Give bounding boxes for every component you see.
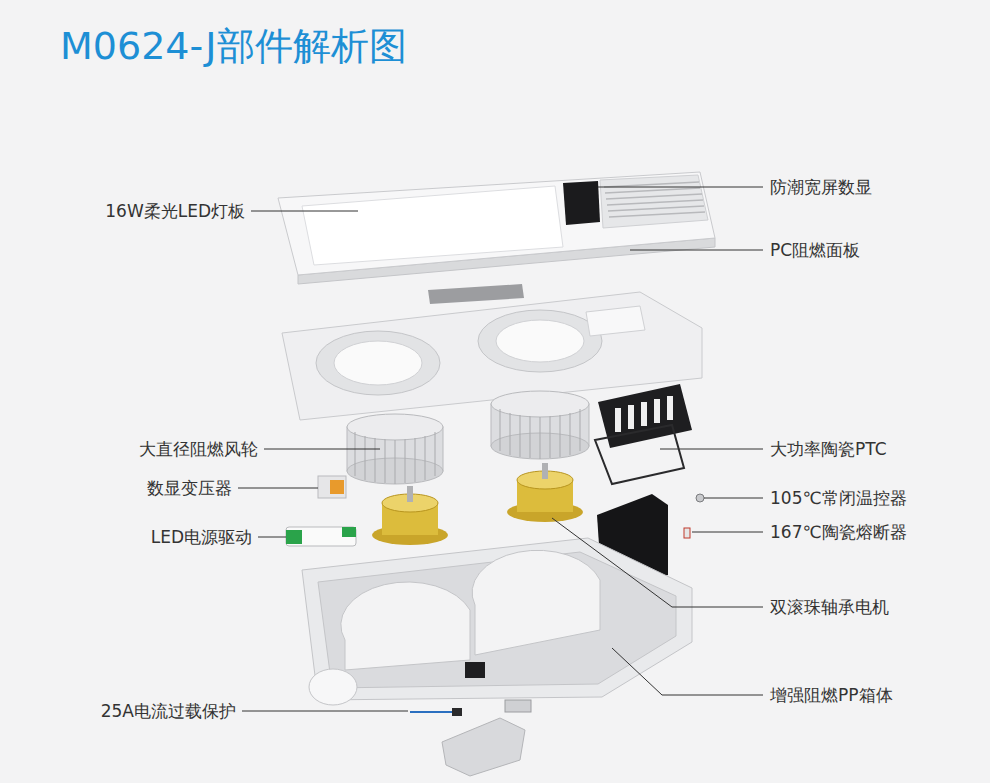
ring xyxy=(316,331,440,395)
terminal-block xyxy=(505,700,531,712)
part-label: 105℃常闭温控器 xyxy=(770,488,907,508)
motor xyxy=(372,486,448,545)
ptc-frame xyxy=(595,425,684,484)
fuse xyxy=(684,528,690,538)
part-label: 大直径阻燃风轮 xyxy=(139,439,258,459)
vent xyxy=(600,175,708,228)
part-label: 25A电流过载保护 xyxy=(101,701,236,721)
driver-terminal xyxy=(342,527,356,537)
part-label: 数显变压器 xyxy=(147,478,232,498)
frame-window xyxy=(586,306,645,336)
part-label: 167℃陶瓷熔断器 xyxy=(770,522,907,542)
part-label: 大功率陶瓷PTC xyxy=(770,439,887,459)
ring xyxy=(478,310,602,372)
part-label: 16W柔光LED灯板 xyxy=(105,201,245,221)
bracket-plate xyxy=(428,284,524,304)
transformer xyxy=(318,476,346,498)
leader-lines xyxy=(238,187,763,711)
fan-wheel xyxy=(491,391,589,459)
fan-duct xyxy=(341,582,470,670)
ring-hole xyxy=(334,341,422,385)
transformer-core xyxy=(330,480,344,494)
part-label: PC阻燃面板 xyxy=(770,240,860,260)
switch xyxy=(465,662,485,678)
display xyxy=(563,181,600,225)
pp-housing xyxy=(302,538,692,700)
wire xyxy=(410,711,452,713)
part-label: 增强阻燃PP箱体 xyxy=(770,685,893,705)
fan-duct xyxy=(472,550,600,655)
mount-bracket xyxy=(442,718,525,776)
driver-terminal xyxy=(286,530,302,544)
title: M0624-J部件解析图 xyxy=(60,24,407,70)
overload-protector xyxy=(452,708,462,716)
led-board xyxy=(302,186,563,265)
part-label: 双滚珠轴承电机 xyxy=(770,597,889,617)
led-driver xyxy=(286,527,356,546)
ring-hole xyxy=(496,320,584,362)
part-label: 防潮宽屏数显 xyxy=(770,177,872,197)
ptc-heater xyxy=(598,384,692,448)
part-label: LED电源驱动 xyxy=(151,527,252,547)
motor xyxy=(507,463,583,522)
outlet xyxy=(309,669,357,705)
thermostat xyxy=(696,494,704,502)
